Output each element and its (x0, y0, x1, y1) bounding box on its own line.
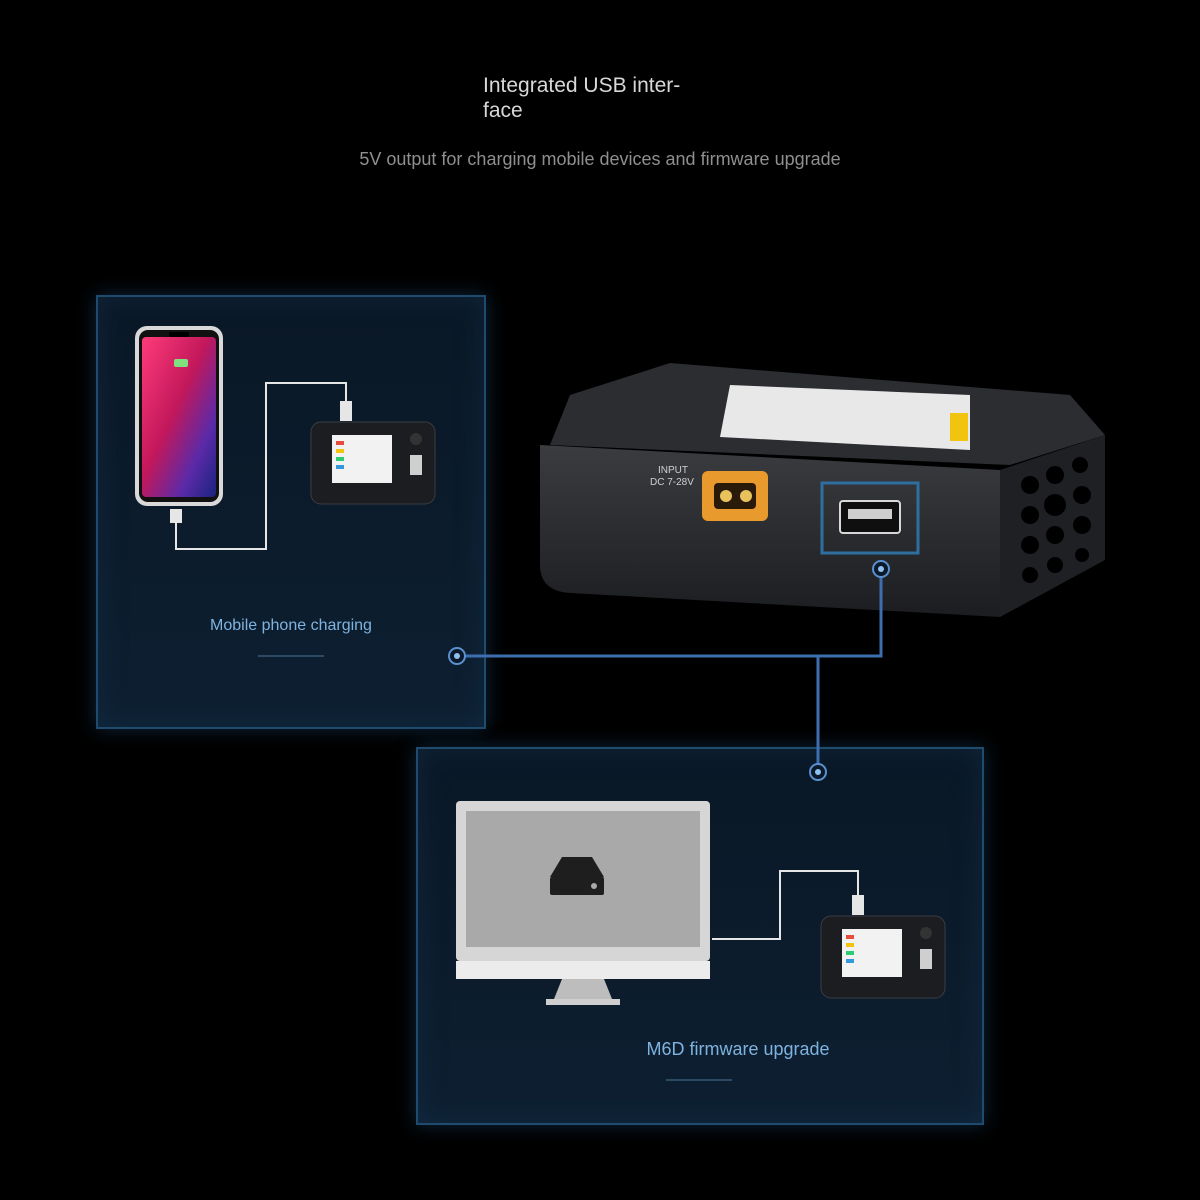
caption-underline-left (258, 655, 324, 657)
usb-port-highlight (820, 481, 920, 555)
usb-cable (170, 382, 352, 550)
fan-icon (1021, 457, 1091, 583)
caption-underline-right (666, 1079, 732, 1081)
charger-icon (310, 421, 436, 505)
input-label: INPUT (658, 465, 688, 476)
usb-cable (712, 870, 864, 940)
drive-icon (550, 857, 604, 895)
panel-caption-left: Mobile phone charging (210, 617, 372, 634)
subheadline: 5V output for charging mobile devices an… (359, 149, 841, 169)
panel-caption-right: M6D firmware upgrade (646, 1039, 830, 1059)
mobile-charging-panel: Mobile phone charging (96, 295, 486, 729)
monitor-icon (456, 801, 710, 1005)
headline: Integrated USB inter- face (483, 74, 681, 122)
smartphone-icon (135, 326, 223, 506)
input-spec: DC 7-28V (650, 477, 694, 488)
charger-icon (820, 915, 946, 999)
firmware-upgrade-panel: M6D firmware upgrade (416, 747, 984, 1125)
charger-device: INPUT DC 7-28V (540, 363, 1105, 617)
